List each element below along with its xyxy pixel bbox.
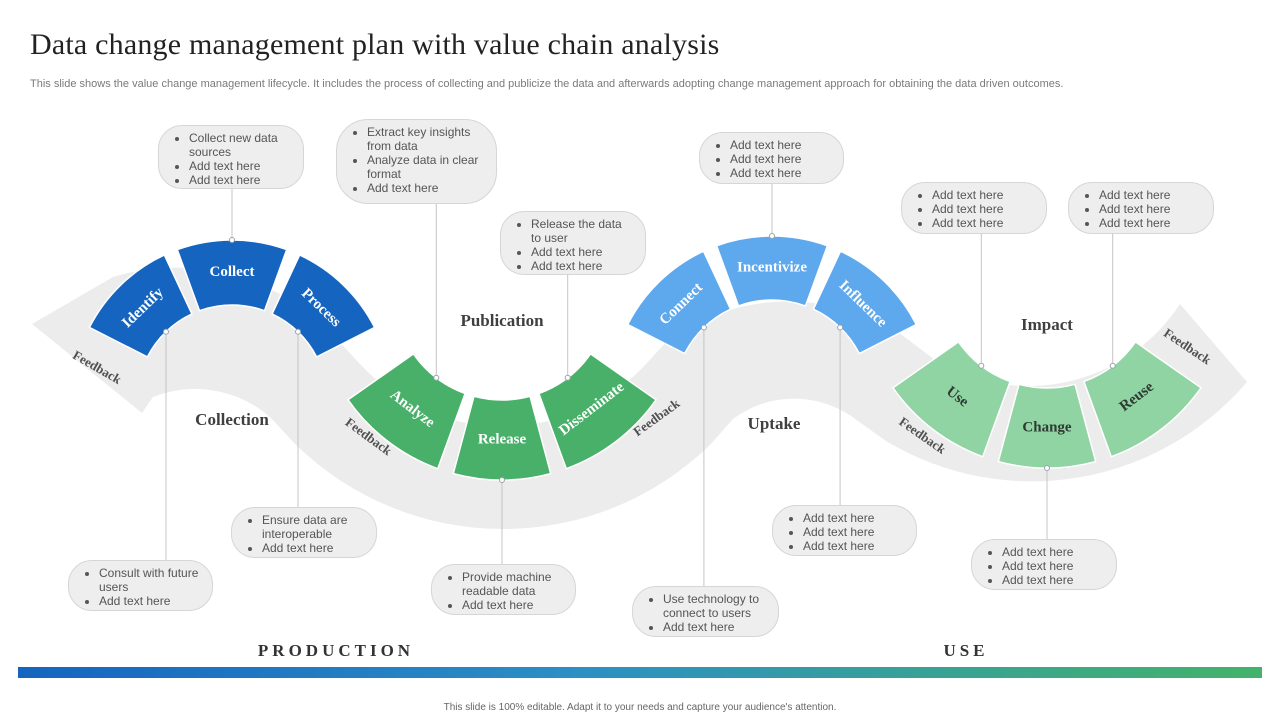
callout-item: Add text here bbox=[730, 138, 833, 152]
callout-item: Add text here bbox=[932, 188, 1036, 202]
callout-item: Extract key insights from data bbox=[367, 125, 486, 153]
segment-incentivize bbox=[715, 235, 829, 307]
segment-disseminate bbox=[537, 352, 658, 470]
callout-item: Add text here bbox=[367, 181, 486, 195]
segment-label-change: Change bbox=[1022, 419, 1072, 435]
callout-item: Collect new data sources bbox=[189, 131, 293, 159]
leader-dot-identify bbox=[163, 328, 169, 335]
callout-change: Add text hereAdd text hereAdd text here bbox=[971, 539, 1117, 590]
callout-item: Add text here bbox=[803, 539, 906, 553]
callout-item: Add text here bbox=[932, 216, 1036, 230]
segment-label-collect: Collect bbox=[210, 264, 255, 280]
callout-item: Add text here bbox=[730, 152, 833, 166]
callout-item: Add text here bbox=[531, 259, 635, 273]
callout-item: Release the data to user bbox=[531, 217, 635, 245]
callout-item: Add text here bbox=[730, 166, 833, 180]
callout-item: Add text here bbox=[803, 525, 906, 539]
segment-collect bbox=[176, 239, 288, 312]
callout-item: Consult with future users bbox=[99, 566, 202, 594]
callout-item: Add text here bbox=[531, 245, 635, 259]
leader-dot-collect bbox=[229, 237, 235, 243]
phase-label-production: PRODUCTION bbox=[258, 641, 414, 660]
leader-dot-use bbox=[978, 362, 985, 369]
stage-label-impact: Impact bbox=[1021, 315, 1073, 334]
segment-reuse bbox=[1082, 340, 1203, 458]
callout-identify: Consult with future usersAdd text here bbox=[68, 560, 213, 611]
callout-item: Add text here bbox=[1099, 188, 1203, 202]
leader-dot-disseminate bbox=[564, 374, 571, 381]
leader-dot-change bbox=[1044, 465, 1050, 471]
segment-label-incentivize: Incentivize bbox=[737, 259, 807, 275]
callout-item: Add text here bbox=[1002, 559, 1106, 573]
phase-gradient-bar bbox=[18, 667, 1262, 678]
segment-label-release: Release bbox=[478, 431, 527, 447]
segment-influence bbox=[812, 250, 918, 355]
callout-item: Add text here bbox=[1002, 545, 1106, 559]
callout-process: Ensure data are interoperableAdd text he… bbox=[231, 507, 377, 558]
callout-item: Add text here bbox=[99, 594, 202, 608]
callout-item: Add text here bbox=[462, 598, 565, 612]
footer-note: This slide is 100% editable. Adapt it to… bbox=[443, 702, 837, 713]
callout-release: Provide machine readable dataAdd text he… bbox=[431, 564, 576, 615]
callout-item: Add text here bbox=[663, 620, 768, 634]
callout-item: Add text here bbox=[189, 173, 293, 187]
callout-use: Add text hereAdd text hereAdd text here bbox=[901, 182, 1047, 234]
callout-item: Add text here bbox=[932, 202, 1036, 216]
leader-dot-influence bbox=[837, 324, 844, 331]
leader-dot-reuse bbox=[1109, 362, 1116, 369]
page-subtitle: This slide shows the value change manage… bbox=[30, 78, 1064, 90]
page-title: Data change management plan with value c… bbox=[30, 28, 720, 61]
callout-item: Add text here bbox=[803, 511, 906, 525]
segment-use bbox=[891, 340, 1012, 458]
callout-disseminate: Release the data to userAdd text hereAdd… bbox=[500, 211, 646, 275]
callout-item: Add text here bbox=[1099, 216, 1203, 230]
stage-label-uptake: Uptake bbox=[748, 414, 801, 433]
callout-analyze: Extract key insights from dataAnalyze da… bbox=[336, 119, 497, 204]
leader-dot-connect bbox=[700, 324, 707, 331]
leader-dot-process bbox=[295, 328, 301, 335]
phase-label-use: USE bbox=[943, 641, 988, 660]
callout-influence: Add text hereAdd text hereAdd text here bbox=[772, 505, 917, 556]
callout-item: Add text here bbox=[1099, 202, 1203, 216]
callout-collect: Collect new data sourcesAdd text hereAdd… bbox=[158, 125, 304, 189]
leader-dot-incentivize bbox=[769, 233, 775, 239]
callout-item: Add text here bbox=[189, 159, 293, 173]
stage-label-collection: Collection bbox=[195, 410, 269, 429]
leader-dot-release bbox=[499, 477, 505, 483]
callout-item: Use technology to connect to users bbox=[663, 592, 768, 620]
callout-item: Add text here bbox=[1002, 573, 1106, 587]
segment-change bbox=[997, 383, 1097, 469]
callout-item: Add text here bbox=[262, 541, 366, 555]
segment-connect bbox=[626, 250, 732, 355]
callout-reuse: Add text hereAdd text hereAdd text here bbox=[1068, 182, 1214, 234]
callout-item: Ensure data are interoperable bbox=[262, 513, 366, 541]
segment-analyze bbox=[346, 352, 467, 470]
callout-connect: Use technology to connect to usersAdd te… bbox=[632, 586, 779, 637]
segment-release bbox=[452, 395, 552, 481]
leader-dot-analyze bbox=[433, 374, 440, 381]
callout-item: Provide machine readable data bbox=[462, 570, 565, 598]
stage-label-publication: Publication bbox=[460, 311, 544, 330]
callout-item: Analyze data in clear format bbox=[367, 153, 486, 181]
callout-incentivize: Add text hereAdd text hereAdd text here bbox=[699, 132, 844, 184]
